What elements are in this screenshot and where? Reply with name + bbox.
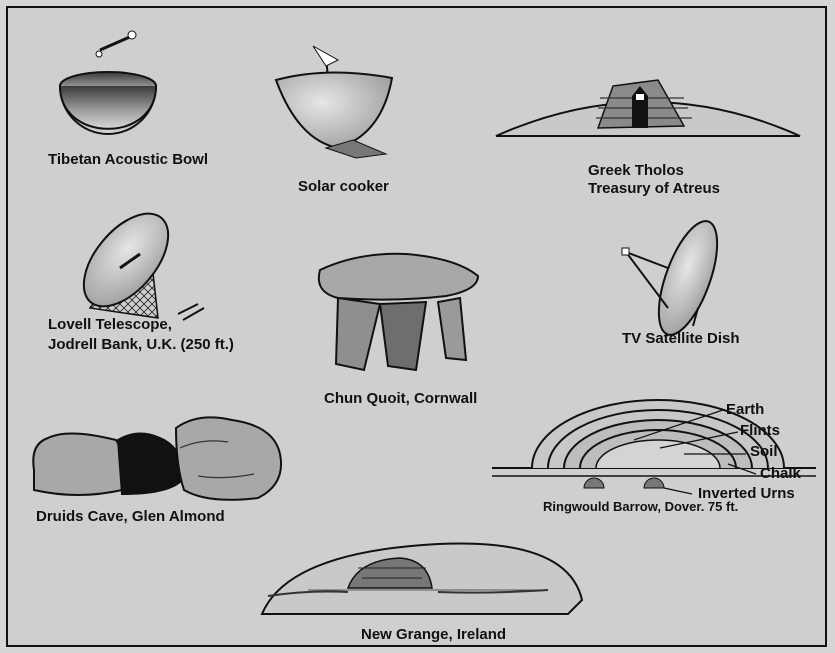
label-earth: Earth — [726, 401, 764, 418]
lovell-telescope-illustration — [68, 199, 204, 322]
caption-greek-tholos: Greek Tholos — [588, 162, 684, 180]
caption-lovell-telescope: Lovell Telescope, — [48, 316, 172, 334]
caption-tibetan-acoustic-bowl: Tibetan Acoustic Bowl — [48, 151, 208, 169]
label-chalk: Chalk — [760, 465, 801, 482]
caption-tv-satellite-dish: TV Satellite Dish — [622, 330, 740, 348]
label-flints: Flints — [740, 422, 780, 439]
caption-solar-cooker: Solar cooker — [298, 178, 389, 196]
caption-treasury-of-atreus: Treasury of Atreus — [588, 180, 720, 198]
caption-chun-quoit: Chun Quoit, Cornwall — [324, 390, 477, 408]
label-inverted-urns: Inverted Urns — [698, 485, 795, 502]
chun-quoit-illustration — [319, 254, 478, 370]
caption-new-grange: New Grange, Ireland — [361, 626, 506, 644]
greek-tholos-illustration — [496, 80, 800, 136]
tv-satellite-dish-illustration — [622, 214, 729, 342]
new-grange-illustration — [262, 543, 582, 614]
solar-cooker-illustration — [276, 46, 392, 158]
diagram-frame: Tibetan Acoustic Bowl Solar cooker Greek… — [6, 6, 827, 647]
tibetan-bowl-illustration — [60, 31, 156, 134]
caption-druids-cave: Druids Cave, Glen Almond — [36, 508, 225, 526]
label-soil: Soil — [750, 443, 778, 460]
druids-cave-illustration — [33, 417, 281, 499]
caption-jodrell-bank: Jodrell Bank, U.K. (250 ft.) — [48, 336, 234, 354]
